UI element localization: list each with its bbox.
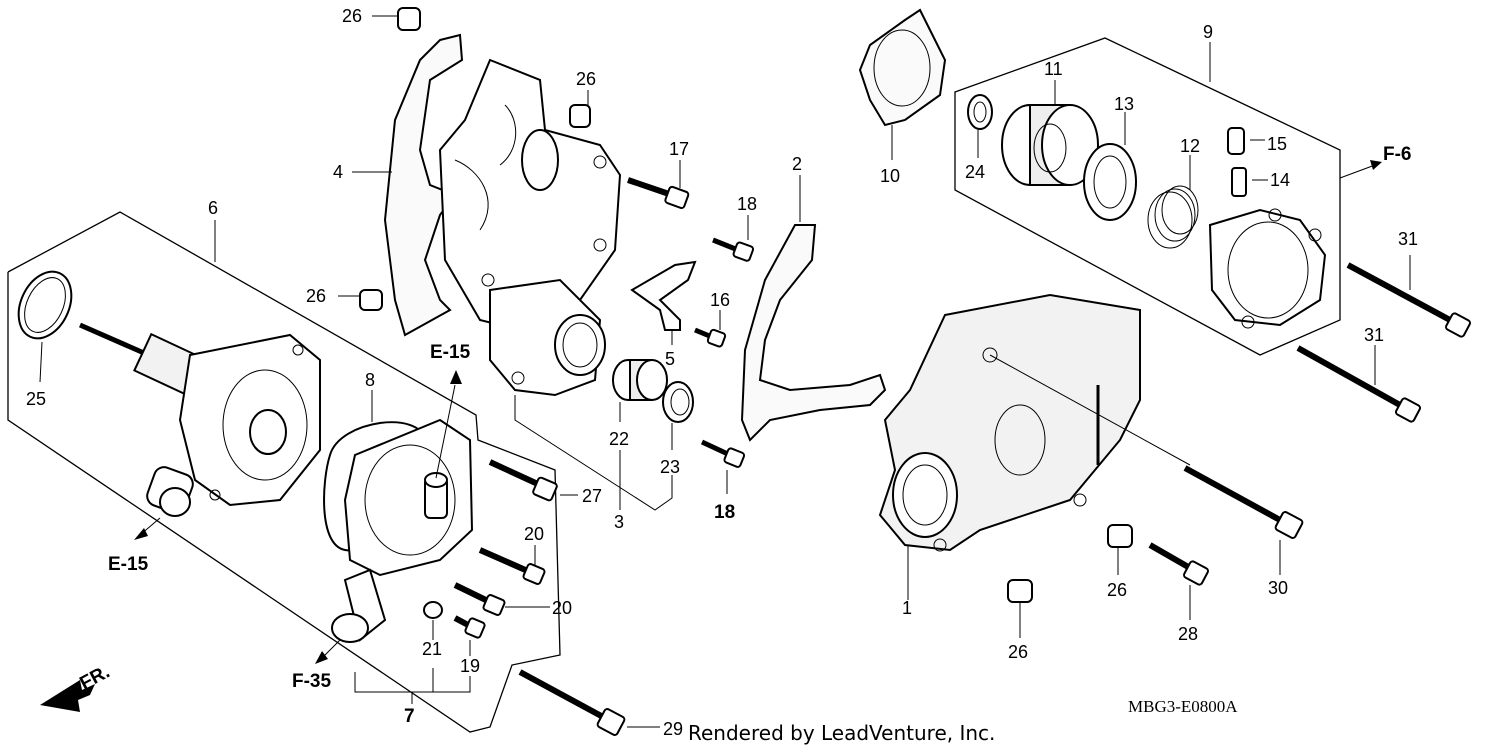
callout-5: 5	[665, 349, 675, 369]
fitting-15	[1227, 127, 1265, 155]
e15-top-arrowhead	[450, 370, 462, 384]
bolt-20-upper	[478, 547, 546, 585]
bolt-18-upper	[712, 215, 755, 262]
bolt-16	[694, 310, 727, 348]
callout-31-upper: 31	[1398, 229, 1418, 249]
callout-6: 6	[208, 198, 218, 218]
callout-11: 11	[1044, 59, 1063, 79]
side-cover-1	[878, 293, 1141, 600]
assembly-6-outline	[7, 211, 561, 733]
callout-29: 29	[663, 719, 683, 739]
cover-body-9	[1208, 208, 1327, 329]
callout-18-upper: 18	[737, 194, 757, 214]
callout-3: 3	[614, 512, 624, 532]
pump-housing-lower	[489, 278, 606, 397]
assembly-9-outline	[954, 37, 1341, 356]
callout-1: 1	[902, 598, 912, 618]
bolt-29	[518, 669, 660, 736]
callout-17: 17	[669, 139, 689, 159]
dowel-26e	[1007, 579, 1033, 603]
bolt-17	[627, 160, 690, 210]
callout-26-b: 26	[576, 69, 596, 89]
oil-seal-23	[662, 381, 694, 450]
bolt-28	[1148, 542, 1209, 620]
callout-18-lower: 18	[714, 502, 735, 523]
ref-f35: F-35	[292, 671, 332, 692]
dowel-26c	[359, 289, 383, 311]
fitting-14	[1231, 167, 1268, 197]
ref-f6: F-6	[1383, 144, 1412, 165]
callout-27: 27	[582, 486, 602, 506]
gasket-2	[740, 224, 887, 442]
callout-13: 13	[1114, 94, 1134, 114]
dowel-26b	[569, 104, 591, 128]
gasket-10	[858, 8, 947, 160]
pump-housing	[438, 58, 622, 332]
seal-24	[967, 94, 993, 158]
callout-4: 4	[333, 162, 343, 182]
bolt-30	[989, 354, 1304, 575]
callout-28: 28	[1178, 624, 1198, 644]
credit-text: Rendered by LeadVenture, Inc.	[688, 721, 995, 745]
f6-arrow	[1339, 164, 1376, 179]
e15-left-arrowhead	[134, 528, 148, 540]
front-direction-arrow: FR.	[40, 662, 113, 712]
callout-19: 19	[460, 656, 480, 676]
ref-e15-left: E-15	[108, 554, 149, 575]
bolt-18-lower	[700, 439, 746, 494]
bracket-7	[354, 672, 471, 693]
bolt-31-upper	[1346, 255, 1471, 338]
callout-8: 8	[365, 370, 375, 390]
dowel-26d	[1107, 524, 1133, 548]
callout-16: 16	[710, 290, 730, 310]
callout-26-a: 26	[342, 6, 362, 26]
callout-21: 21	[422, 639, 442, 659]
callout-30: 30	[1268, 578, 1288, 598]
callout-24: 24	[965, 162, 985, 182]
bolt-31-lower	[1296, 345, 1421, 423]
callout-20-upper: 20	[524, 524, 544, 544]
spring-12	[1147, 155, 1199, 249]
water-pump-assembly	[78, 322, 321, 517]
callout-26-e: 26	[1008, 642, 1028, 662]
f6-arrowhead	[1370, 160, 1382, 170]
callout-20-lower: 20	[552, 598, 572, 618]
callout-12: 12	[1180, 136, 1200, 156]
callout-22: 22	[609, 429, 629, 449]
diagram-code: MBG3-E0800A	[1128, 697, 1238, 716]
front-arrow-label: FR.	[76, 662, 113, 695]
bracket-3	[514, 395, 673, 511]
bearing-11	[1001, 80, 1099, 186]
callout-26-c: 26	[306, 286, 326, 306]
callout-2: 2	[792, 154, 802, 174]
callout-15: 15	[1267, 134, 1287, 154]
f35-arrowhead	[315, 651, 328, 664]
ref-e15-top: E-15	[430, 342, 471, 363]
callout-9: 9	[1203, 22, 1213, 42]
callout-26-d: 26	[1107, 580, 1127, 600]
bolt-27	[488, 459, 578, 502]
bolt-19	[453, 615, 486, 639]
bracket-5	[630, 260, 697, 331]
gasket-4	[383, 33, 464, 337]
gasket-25	[17, 270, 73, 383]
washer-21	[423, 601, 443, 619]
bolt-20-lower	[453, 582, 506, 616]
water-pump-cover	[331, 384, 474, 643]
callout-23: 23	[660, 457, 680, 477]
dowel-26a	[397, 7, 421, 31]
needle-bearing-22	[612, 359, 668, 422]
oil-seal-13	[1083, 112, 1137, 221]
callout-7: 7	[404, 706, 415, 727]
callout-14: 14	[1270, 170, 1290, 190]
callout-10: 10	[880, 166, 900, 186]
callout-25: 25	[26, 389, 46, 409]
callout-31-lower: 31	[1364, 325, 1384, 345]
